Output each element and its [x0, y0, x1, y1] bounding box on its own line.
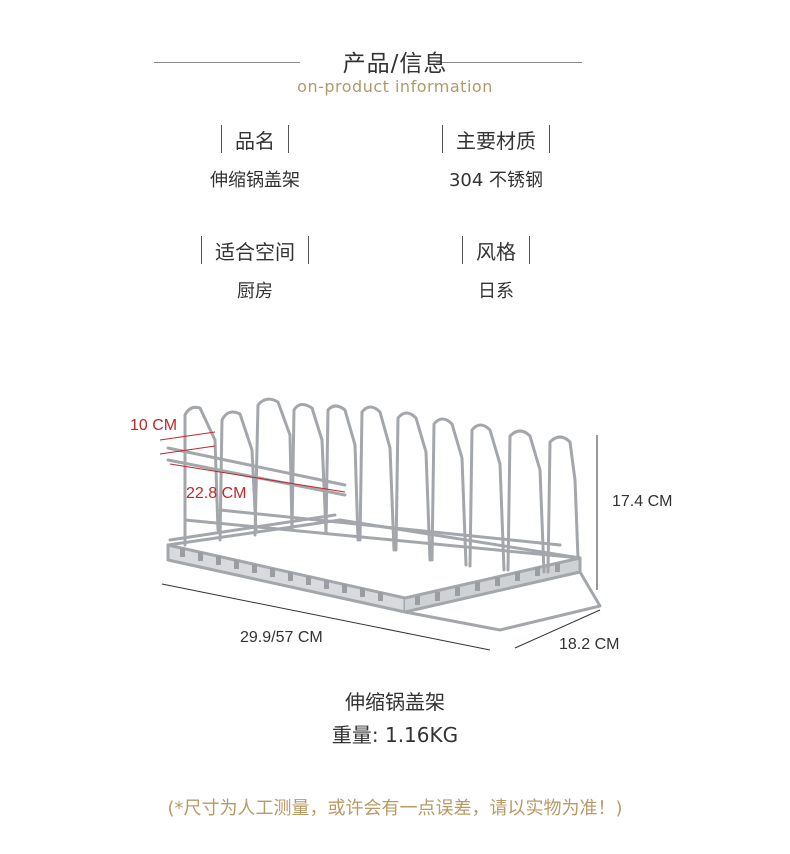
spec-value: 日系 — [478, 281, 514, 302]
dimension-lines — [161, 435, 601, 651]
dimension-depth: 18.2 CM — [559, 636, 620, 653]
product-name-caption: 伸缩锅盖架 — [345, 690, 445, 714]
measurement-note: (*尺寸为人工测量，或许会有一点误差，请以实物为准！) — [167, 798, 623, 819]
red-dimension-lines — [159, 431, 346, 493]
spec-value: 厨房 — [237, 281, 273, 302]
spec-product-name: 品名 伸缩锅盖架 — [135, 125, 375, 192]
pot-lid-rack-illustration — [159, 397, 602, 651]
section-title: 产品/信息 — [342, 51, 448, 77]
spec-style: 风格 日系 — [376, 236, 616, 303]
spec-label: 主要材质 — [442, 125, 550, 154]
header-rule-right — [436, 62, 582, 63]
spec-value: 伸缩锅盖架 — [210, 170, 300, 191]
header-rule-left — [154, 62, 300, 63]
dimension-10cm: 10 CM — [130, 417, 178, 434]
section-subtitle: on-product information — [297, 77, 493, 96]
dimension-height: 17.4 CM — [612, 493, 673, 510]
spec-label: 风格 — [462, 236, 530, 265]
spec-space: 适合空间 厨房 — [135, 236, 375, 303]
product-weight: 重量: 1.16KG — [331, 723, 459, 747]
spec-material: 主要材质 304 不锈钢 — [376, 125, 616, 192]
dimension-22-8cm: 22.8 CM — [186, 485, 247, 502]
spec-value: 304 不锈钢 — [448, 170, 544, 191]
spec-label: 品名 — [221, 125, 289, 154]
spec-label: 适合空间 — [201, 236, 309, 265]
tray-slots — [180, 548, 560, 605]
dimension-length: 29.9/57 CM — [240, 629, 323, 646]
